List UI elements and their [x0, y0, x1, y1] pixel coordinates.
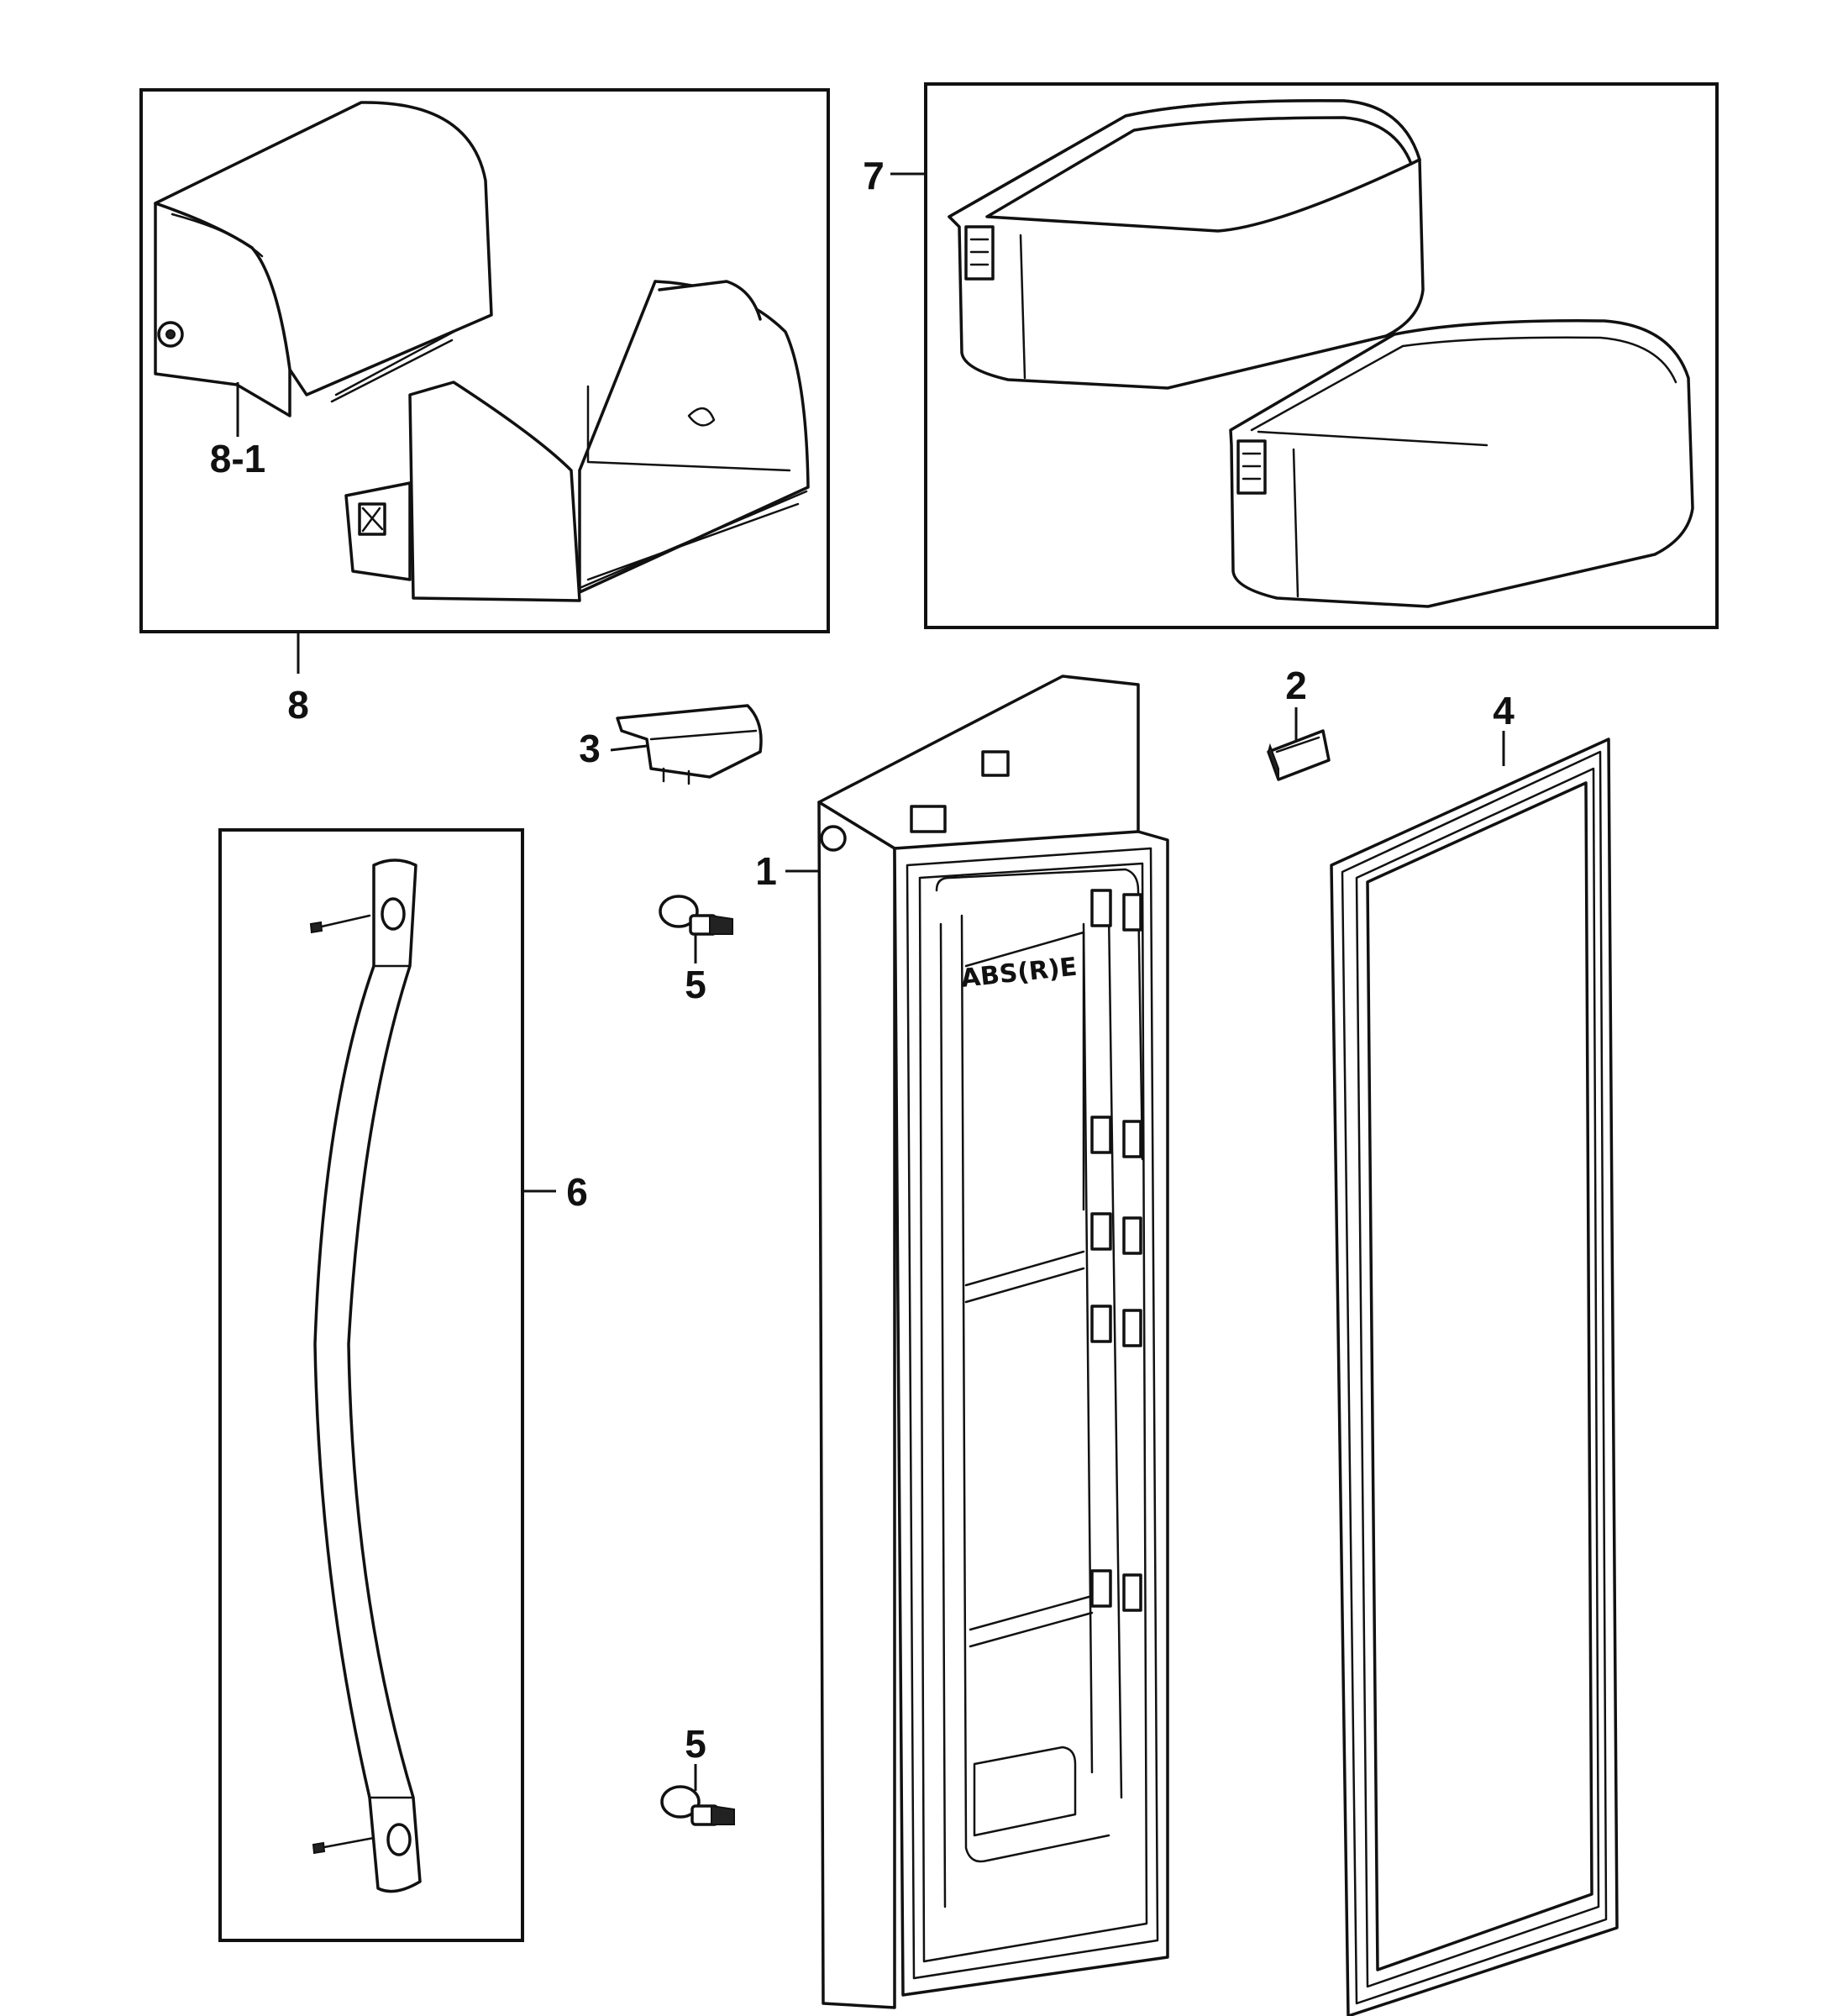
- handle-drawing: [309, 858, 422, 1893]
- screw-upper-drawing: [659, 895, 733, 936]
- callout-guard-cover: 8-1: [210, 437, 265, 480]
- callout-guard-assembly: 8: [287, 683, 309, 727]
- door-drawing: ABS(R)E: [817, 675, 1169, 2009]
- callout-cap: 3: [579, 727, 601, 770]
- handle-panel: [218, 828, 524, 1942]
- gasket-drawing: [1330, 738, 1619, 2016]
- callout-handle: 6: [566, 1170, 588, 1214]
- bin-lower-drawing: [1229, 319, 1694, 608]
- callout-screw-upper: 5: [685, 963, 706, 1006]
- screw-lower-drawing: [660, 1785, 735, 1826]
- guard-assembly-panel: [139, 88, 830, 633]
- callout-gasket: 4: [1493, 689, 1515, 732]
- bin-panel: [924, 82, 1719, 629]
- callout-door: 1: [755, 849, 777, 893]
- bin-upper-drawing: [948, 99, 1425, 390]
- bracket-drawing: [1267, 729, 1331, 781]
- guard-base-drawing: [344, 280, 810, 602]
- handle-frame: [218, 828, 524, 1942]
- guard-cover-drawing: [154, 101, 493, 417]
- bin-frame: [924, 82, 1719, 629]
- callout-bracket: 2: [1285, 664, 1307, 707]
- callout-bin: 7: [863, 154, 885, 197]
- guard-assembly-frame: [139, 88, 830, 633]
- cap-leader: [610, 744, 648, 752]
- cap-drawing: [616, 704, 763, 785]
- callout-screw-lower: 5: [685, 1722, 706, 1766]
